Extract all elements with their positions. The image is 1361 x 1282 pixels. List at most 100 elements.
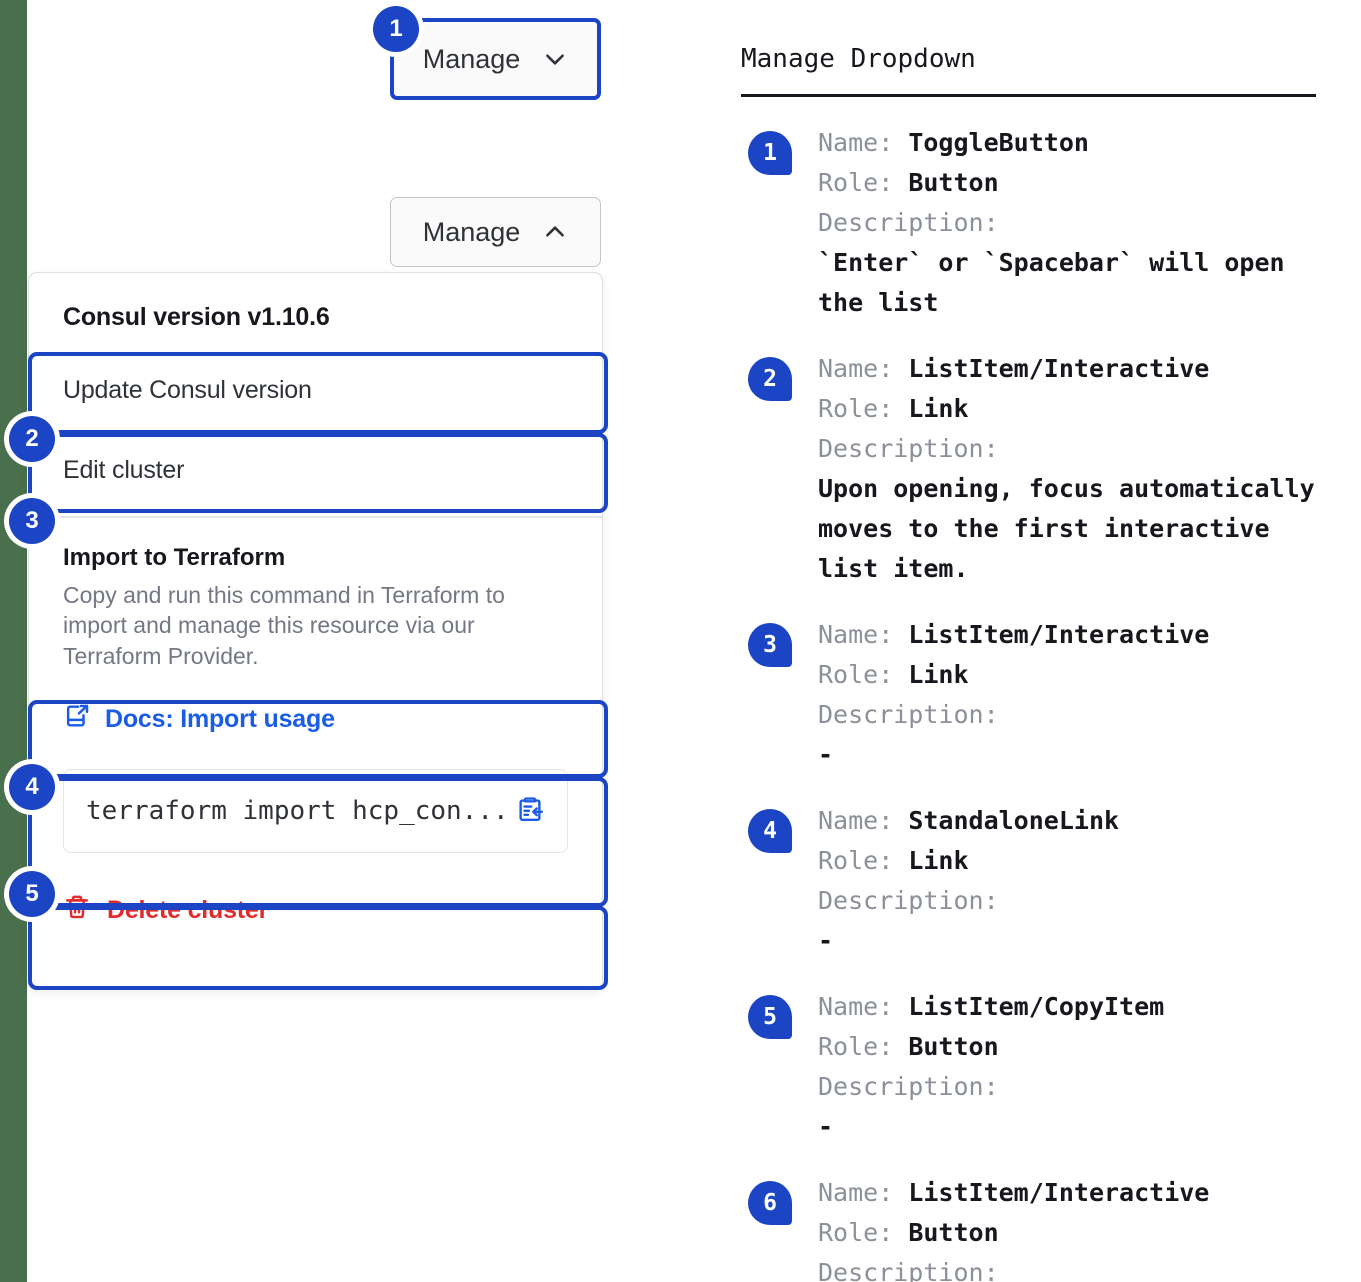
annotation-name-label: Name: (818, 1178, 894, 1207)
annotation-role-value: Button (908, 168, 999, 197)
annotation-badge-2: 2 (748, 357, 792, 401)
dropdown-divider (29, 516, 602, 518)
dropdown-item-update-consul-version[interactable]: Update Consul version (29, 350, 602, 430)
annotation-badge-1: 1 (748, 131, 792, 175)
manage-dropdown-panel: Consul version v1.10.6 Update Consul ver… (28, 272, 603, 990)
dropdown-item-label: Edit cluster (63, 455, 185, 484)
annotation-name-line: Name: StandaloneLink (818, 801, 1119, 841)
annotation-description-label: Description: (818, 886, 999, 915)
annotation-role-value: Link (908, 660, 969, 689)
manage-toggle-button-collapsed[interactable]: Manage (390, 18, 601, 100)
annotation-description-value: - (818, 1112, 834, 1141)
annotation-description-label: Description: (818, 434, 999, 463)
copy-clipboard-icon[interactable] (515, 794, 545, 829)
annotation-description-value: Upon opening, focus automatically moves … (818, 474, 1330, 583)
annotation-name-line: Name: ListItem/Interactive (818, 615, 1209, 655)
dropdown-item-edit-cluster[interactable]: Edit cluster (29, 430, 602, 510)
annotation-description-label: Description: (818, 1072, 999, 1101)
dropdown-docs-import-usage-link[interactable]: Docs: Import usage (29, 681, 602, 757)
annotation-legend-title: Manage Dropdown (741, 44, 976, 74)
annotation-name-value: ToggleButton (908, 128, 1089, 157)
annotation-role-value: Link (908, 846, 969, 875)
dropdown-docs-link-label: Docs: Import usage (105, 704, 335, 733)
external-link-docs-icon (63, 702, 91, 737)
annotation-role-line: Role: Link (818, 841, 1119, 881)
annotation-description-value: - (818, 926, 834, 955)
annotation-name-label: Name: (818, 354, 894, 383)
annotation-description-label: Description: (818, 208, 999, 237)
annotation-legend-rule (741, 94, 1316, 97)
callout-badge-3: 3 (9, 498, 55, 544)
trash-icon (63, 893, 91, 928)
annotation-badge-4: 4 (748, 809, 792, 853)
dropdown-section-body-import-terraform: Copy and run this command in Terraform t… (63, 581, 505, 669)
annotation-role-label: Role: (818, 168, 894, 197)
annotation-name-label: Name: (818, 806, 894, 835)
annotation-role-value: Button (908, 1218, 999, 1247)
annotation-role-label: Role: (818, 1032, 894, 1061)
annotation-role-label: Role: (818, 660, 894, 689)
dropdown-item-label: Update Consul version (63, 375, 312, 404)
terraform-import-copy-field[interactable]: terraform import hcp_con... (63, 769, 568, 854)
annotation-name-value: ListItem/CopyItem (908, 992, 1165, 1021)
annotation-role-value: Link (908, 394, 969, 423)
annotation-role-line: Role: Button (818, 1213, 1341, 1253)
dropdown-delete-cluster-item[interactable]: Delete cluster (29, 871, 602, 949)
annotation-name-line: Name: ListItem/Interactive (818, 1173, 1341, 1213)
dropdown-section-title-import-terraform: Import to Terraform (63, 543, 286, 571)
annotation-description-label: Description: (818, 700, 999, 729)
dropdown-header-consul-version: Consul version v1.10.6 (63, 303, 330, 331)
callout-badge-4: 4 (9, 764, 55, 810)
annotation-name-label: Name: (818, 620, 894, 649)
callout-badge-5: 5 (9, 871, 55, 917)
manage-toggle-label-expanded: Manage (422, 216, 521, 247)
annotation-name-value: ListItem/Interactive (908, 1178, 1210, 1207)
annotation-name-line: Name: ToggleButton (818, 123, 1341, 163)
annotation-badge-3: 3 (748, 623, 792, 667)
annotation-role-value: Button (908, 1032, 999, 1061)
annotation-role-line: Role: Button (818, 1027, 1164, 1067)
dropdown-delete-label: Delete cluster (107, 895, 269, 924)
manage-toggle-label: Manage (422, 43, 521, 74)
chevron-up-icon (542, 219, 568, 245)
callout-badge-2: 2 (9, 416, 55, 462)
manage-toggle-button-expanded[interactable]: Manage (390, 197, 601, 267)
annotation-name-value: ListItem/Interactive (908, 620, 1210, 649)
annotation-role-line: Role: Link (818, 389, 1341, 429)
annotation-role-label: Role: (818, 846, 894, 875)
component-specimen: Manage 1 Manage Consul version v1.10.6 U… (9, 6, 608, 990)
annotation-description-label: Description: (818, 1258, 999, 1282)
callout-badge-1: 1 (373, 6, 419, 52)
annotation-role-line: Role: Link (818, 655, 1209, 695)
chevron-down-icon (542, 46, 568, 72)
annotation-name-line: Name: ListItem/CopyItem (818, 987, 1164, 1027)
annotation-name-value: StandaloneLink (908, 806, 1120, 835)
annotation-role-line: Role: Button (818, 163, 1341, 203)
left-accent-strip (0, 0, 27, 1282)
annotation-badge-5: 5 (748, 995, 792, 1039)
annotation-name-label: Name: (818, 992, 894, 1021)
annotation-description-value: `Enter` or `Spacebar` will open the list (818, 248, 1300, 317)
annotation-role-label: Role: (818, 1218, 894, 1247)
annotation-description-value: - (818, 740, 834, 769)
annotation-role-label: Role: (818, 394, 894, 423)
annotation-name-label: Name: (818, 128, 894, 157)
annotation-badge-6: 6 (748, 1181, 792, 1225)
terraform-import-command-text: terraform import hcp_con... (86, 796, 509, 827)
annotation-name-line: Name: ListItem/Interactive (818, 349, 1341, 389)
annotation-name-value: ListItem/Interactive (908, 354, 1210, 383)
